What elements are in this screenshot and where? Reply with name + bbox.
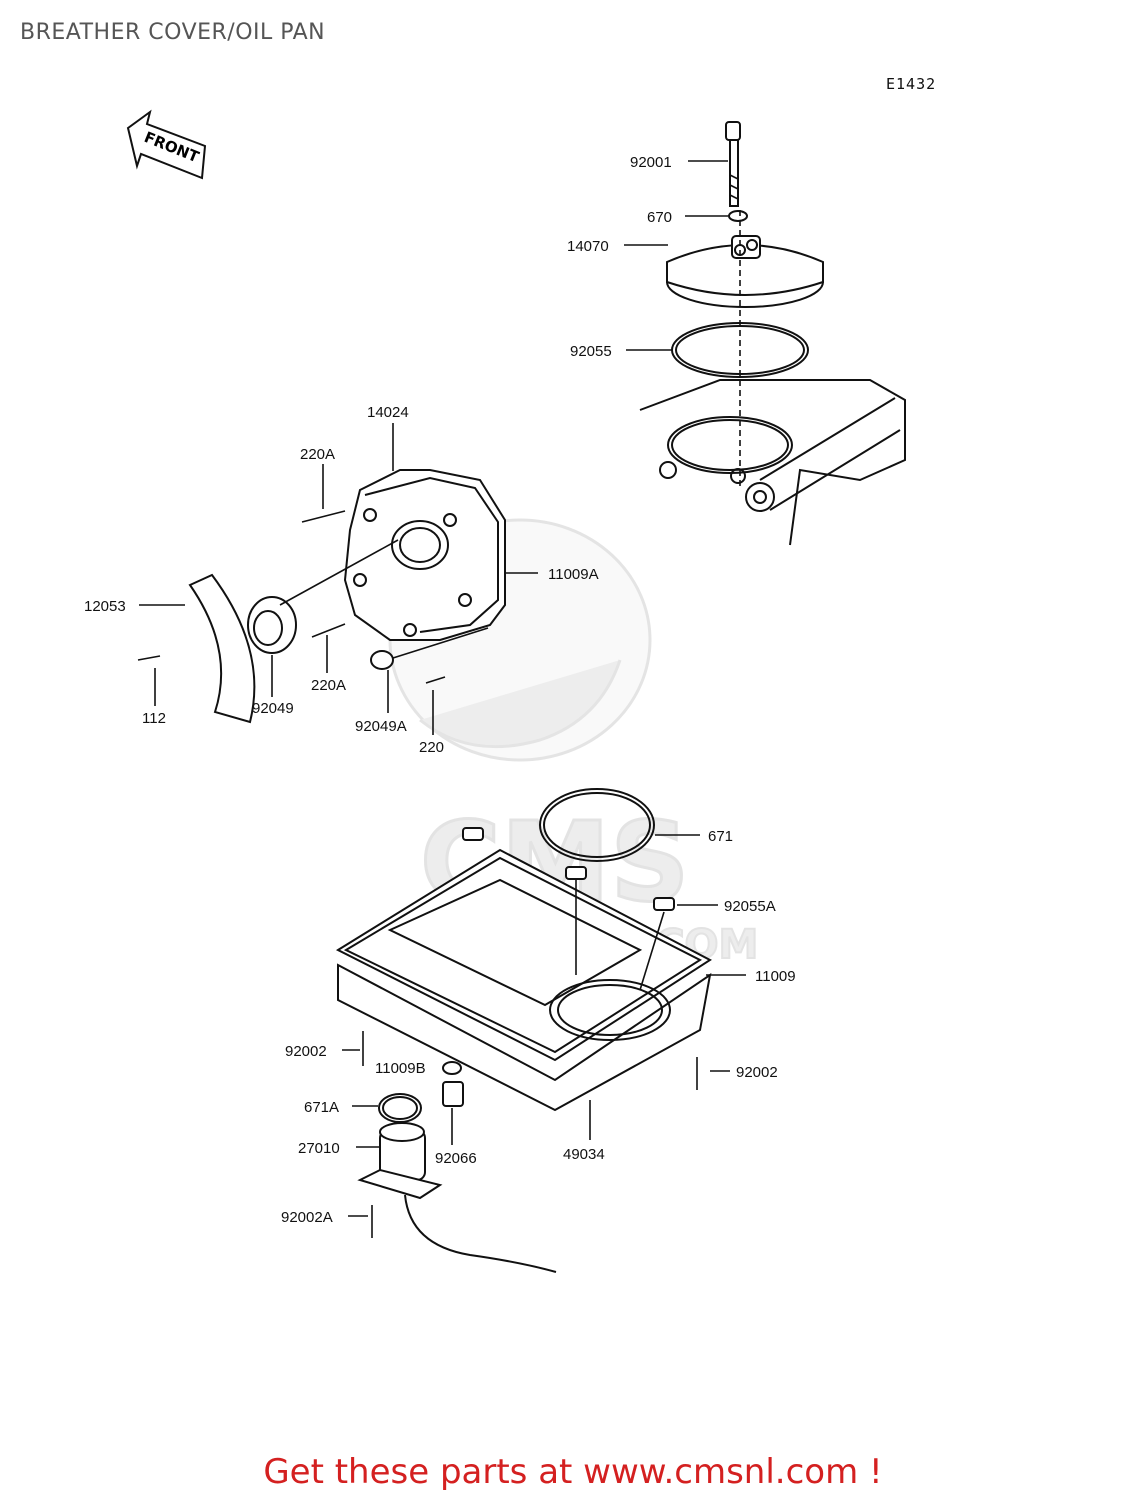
part-label[interactable]: 49034 [563, 1146, 605, 1163]
part-label[interactable]: 92055 [570, 343, 612, 360]
part-label[interactable]: 14070 [567, 238, 609, 255]
part-label[interactable]: 92049A [355, 718, 407, 735]
part-label[interactable]: 11009B [375, 1060, 426, 1077]
crankcase-cover-group [137, 469, 506, 724]
part-label[interactable]: 12053 [84, 598, 126, 615]
diagram-code: E1432 [886, 75, 937, 93]
part-label[interactable]: 92055A [724, 898, 776, 915]
part-label[interactable]: 670 [647, 209, 672, 226]
part-label[interactable]: 671A [304, 1099, 339, 1116]
promo-banner-link[interactable]: Get these parts at www.cmsnl.com ! [263, 1452, 883, 1492]
breather-cover-group [639, 121, 906, 546]
part-label[interactable]: 11009A [548, 566, 599, 583]
front-arrow-icon: FRONT [126, 109, 207, 180]
part-label[interactable]: 27010 [298, 1140, 340, 1157]
part-label[interactable]: 112 [142, 710, 166, 727]
leader-lines [139, 160, 746, 1217]
part-labels: 92001 670 14070 92055 14024 220A 11009A … [84, 154, 796, 1226]
part-label[interactable]: 92002A [281, 1209, 333, 1226]
part-label[interactable]: 220 [419, 739, 444, 756]
part-label[interactable]: 92002 [736, 1064, 778, 1081]
part-label[interactable]: 671 [708, 828, 733, 845]
part-label[interactable]: 92002 [285, 1043, 327, 1060]
part-label[interactable]: 14024 [367, 404, 409, 421]
part-label[interactable]: 11009 [755, 968, 796, 985]
part-label[interactable]: 92049 [252, 700, 294, 717]
part-label[interactable]: 92066 [435, 1150, 477, 1167]
oil-pan-group [335, 788, 712, 1273]
part-label[interactable]: 220A [300, 446, 335, 463]
part-label[interactable]: 92001 [630, 154, 672, 171]
page-title: BREATHER COVER/OIL PAN [20, 20, 326, 45]
part-label[interactable]: 220A [311, 677, 346, 694]
